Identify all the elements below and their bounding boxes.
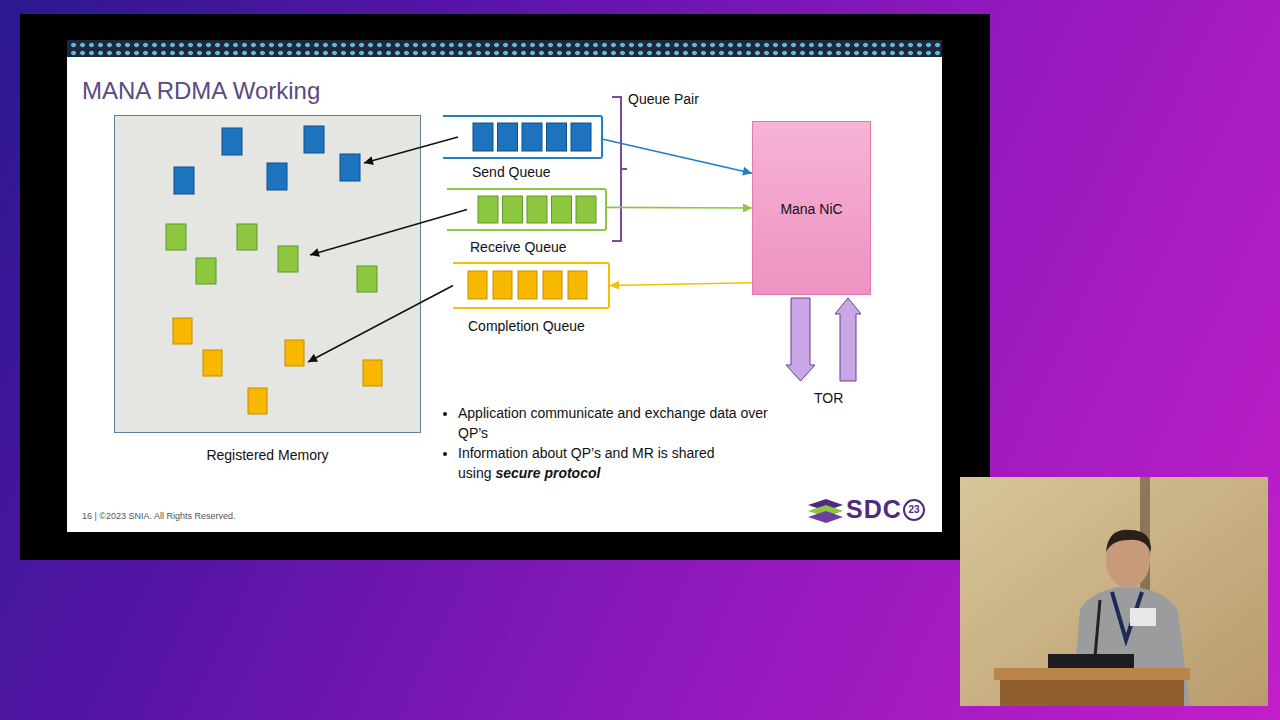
up-arrow [835, 298, 861, 381]
connector-line [603, 139, 752, 173]
memory-block [267, 163, 287, 190]
memory-region: Registered Memory [114, 115, 421, 433]
network-label: TOR [814, 390, 843, 406]
connector-line [610, 283, 752, 286]
queue-entry [571, 123, 591, 151]
footer-text: 16 | ©2023 SNIA. All Rights Reserved. [82, 511, 236, 521]
queue-entry [503, 196, 523, 223]
logo-text: SDC [846, 495, 902, 524]
memory-block [203, 350, 222, 376]
video-background [960, 477, 1268, 706]
arrow-head [310, 248, 320, 257]
queue-entry [568, 271, 587, 299]
connector-line [364, 137, 458, 163]
arrow-head [308, 354, 318, 362]
memory-block [363, 360, 382, 386]
queue-entry [478, 196, 498, 223]
memory-block [357, 266, 377, 292]
memory-block [173, 318, 192, 344]
speaker-body [1072, 586, 1190, 706]
connector [308, 286, 453, 363]
connector [364, 137, 458, 165]
badge [1130, 608, 1156, 626]
connector [610, 281, 752, 290]
node-label: Mana NiC [753, 201, 870, 217]
node-label: Completion Queue [468, 318, 585, 334]
speaker-head [1106, 532, 1150, 588]
connector-line [308, 286, 453, 363]
slide-title: MANA RDMA Working [82, 77, 320, 105]
bullet-item: Application communicate and exchange dat… [458, 403, 788, 443]
connector [310, 210, 467, 257]
logo-layer [808, 499, 843, 511]
queue-entry [493, 271, 512, 299]
memory-block [166, 224, 186, 250]
queue-entry [522, 123, 542, 151]
memory-block [340, 154, 360, 181]
bracket-label: Queue Pair [628, 91, 699, 107]
microphone [1094, 600, 1100, 668]
queue-entry [518, 271, 537, 299]
queue-entry [473, 123, 493, 151]
connector [607, 203, 752, 212]
laptop [1048, 654, 1134, 670]
bullet-text: Application communicate and exchange dat… [458, 405, 768, 441]
bullet-list: Application communicate and exchange dat… [440, 403, 788, 483]
queue-entry [552, 196, 572, 223]
node-label: Receive Queue [470, 239, 567, 255]
memory-block [174, 167, 194, 194]
queue-entry [576, 196, 596, 223]
queue-entries [468, 123, 596, 299]
memory-block [304, 126, 324, 153]
logo-layer [808, 505, 843, 517]
memory-block [285, 340, 304, 366]
connector-line [310, 210, 467, 256]
memory-block [278, 246, 298, 272]
nic-box: Mana NiC [752, 121, 871, 295]
down-arrow [786, 298, 815, 381]
emphasis-text: secure protocol [495, 465, 600, 481]
logo-layer [808, 511, 843, 523]
queue-entry [543, 271, 562, 299]
node-label: Registered Memory [115, 447, 420, 463]
dotted-banner [67, 40, 942, 57]
memory-blocks [166, 126, 382, 414]
queue-box: Receive Queue [447, 188, 607, 231]
memory-block [222, 128, 242, 155]
arrow-head [743, 203, 752, 212]
queue-pair-bracket [612, 97, 627, 241]
arrow-head [742, 167, 752, 176]
logo-ring [904, 500, 924, 520]
podium-top [994, 668, 1190, 680]
bullet-item: Information about QP’s and MR is shared … [458, 443, 788, 483]
arrow-head [610, 281, 619, 290]
connector [603, 139, 752, 175]
arrow-head [364, 156, 374, 165]
podium [1000, 680, 1184, 706]
speaker-hair [1106, 530, 1151, 552]
memory-block [196, 258, 216, 284]
memory-block [237, 224, 257, 250]
queue-entry [527, 196, 547, 223]
memory-block [248, 388, 267, 414]
queue-entry [547, 123, 567, 151]
lanyard [1112, 592, 1142, 640]
wall-edge [1140, 477, 1150, 706]
queue-box: Completion Queue [453, 262, 610, 309]
queue-box: Send Queue [443, 115, 603, 159]
queue-entry [468, 271, 487, 299]
connector-line [607, 207, 752, 209]
logo-number: 23 [904, 504, 924, 515]
queue-entry [498, 123, 518, 151]
node-label: Send Queue [472, 164, 551, 180]
